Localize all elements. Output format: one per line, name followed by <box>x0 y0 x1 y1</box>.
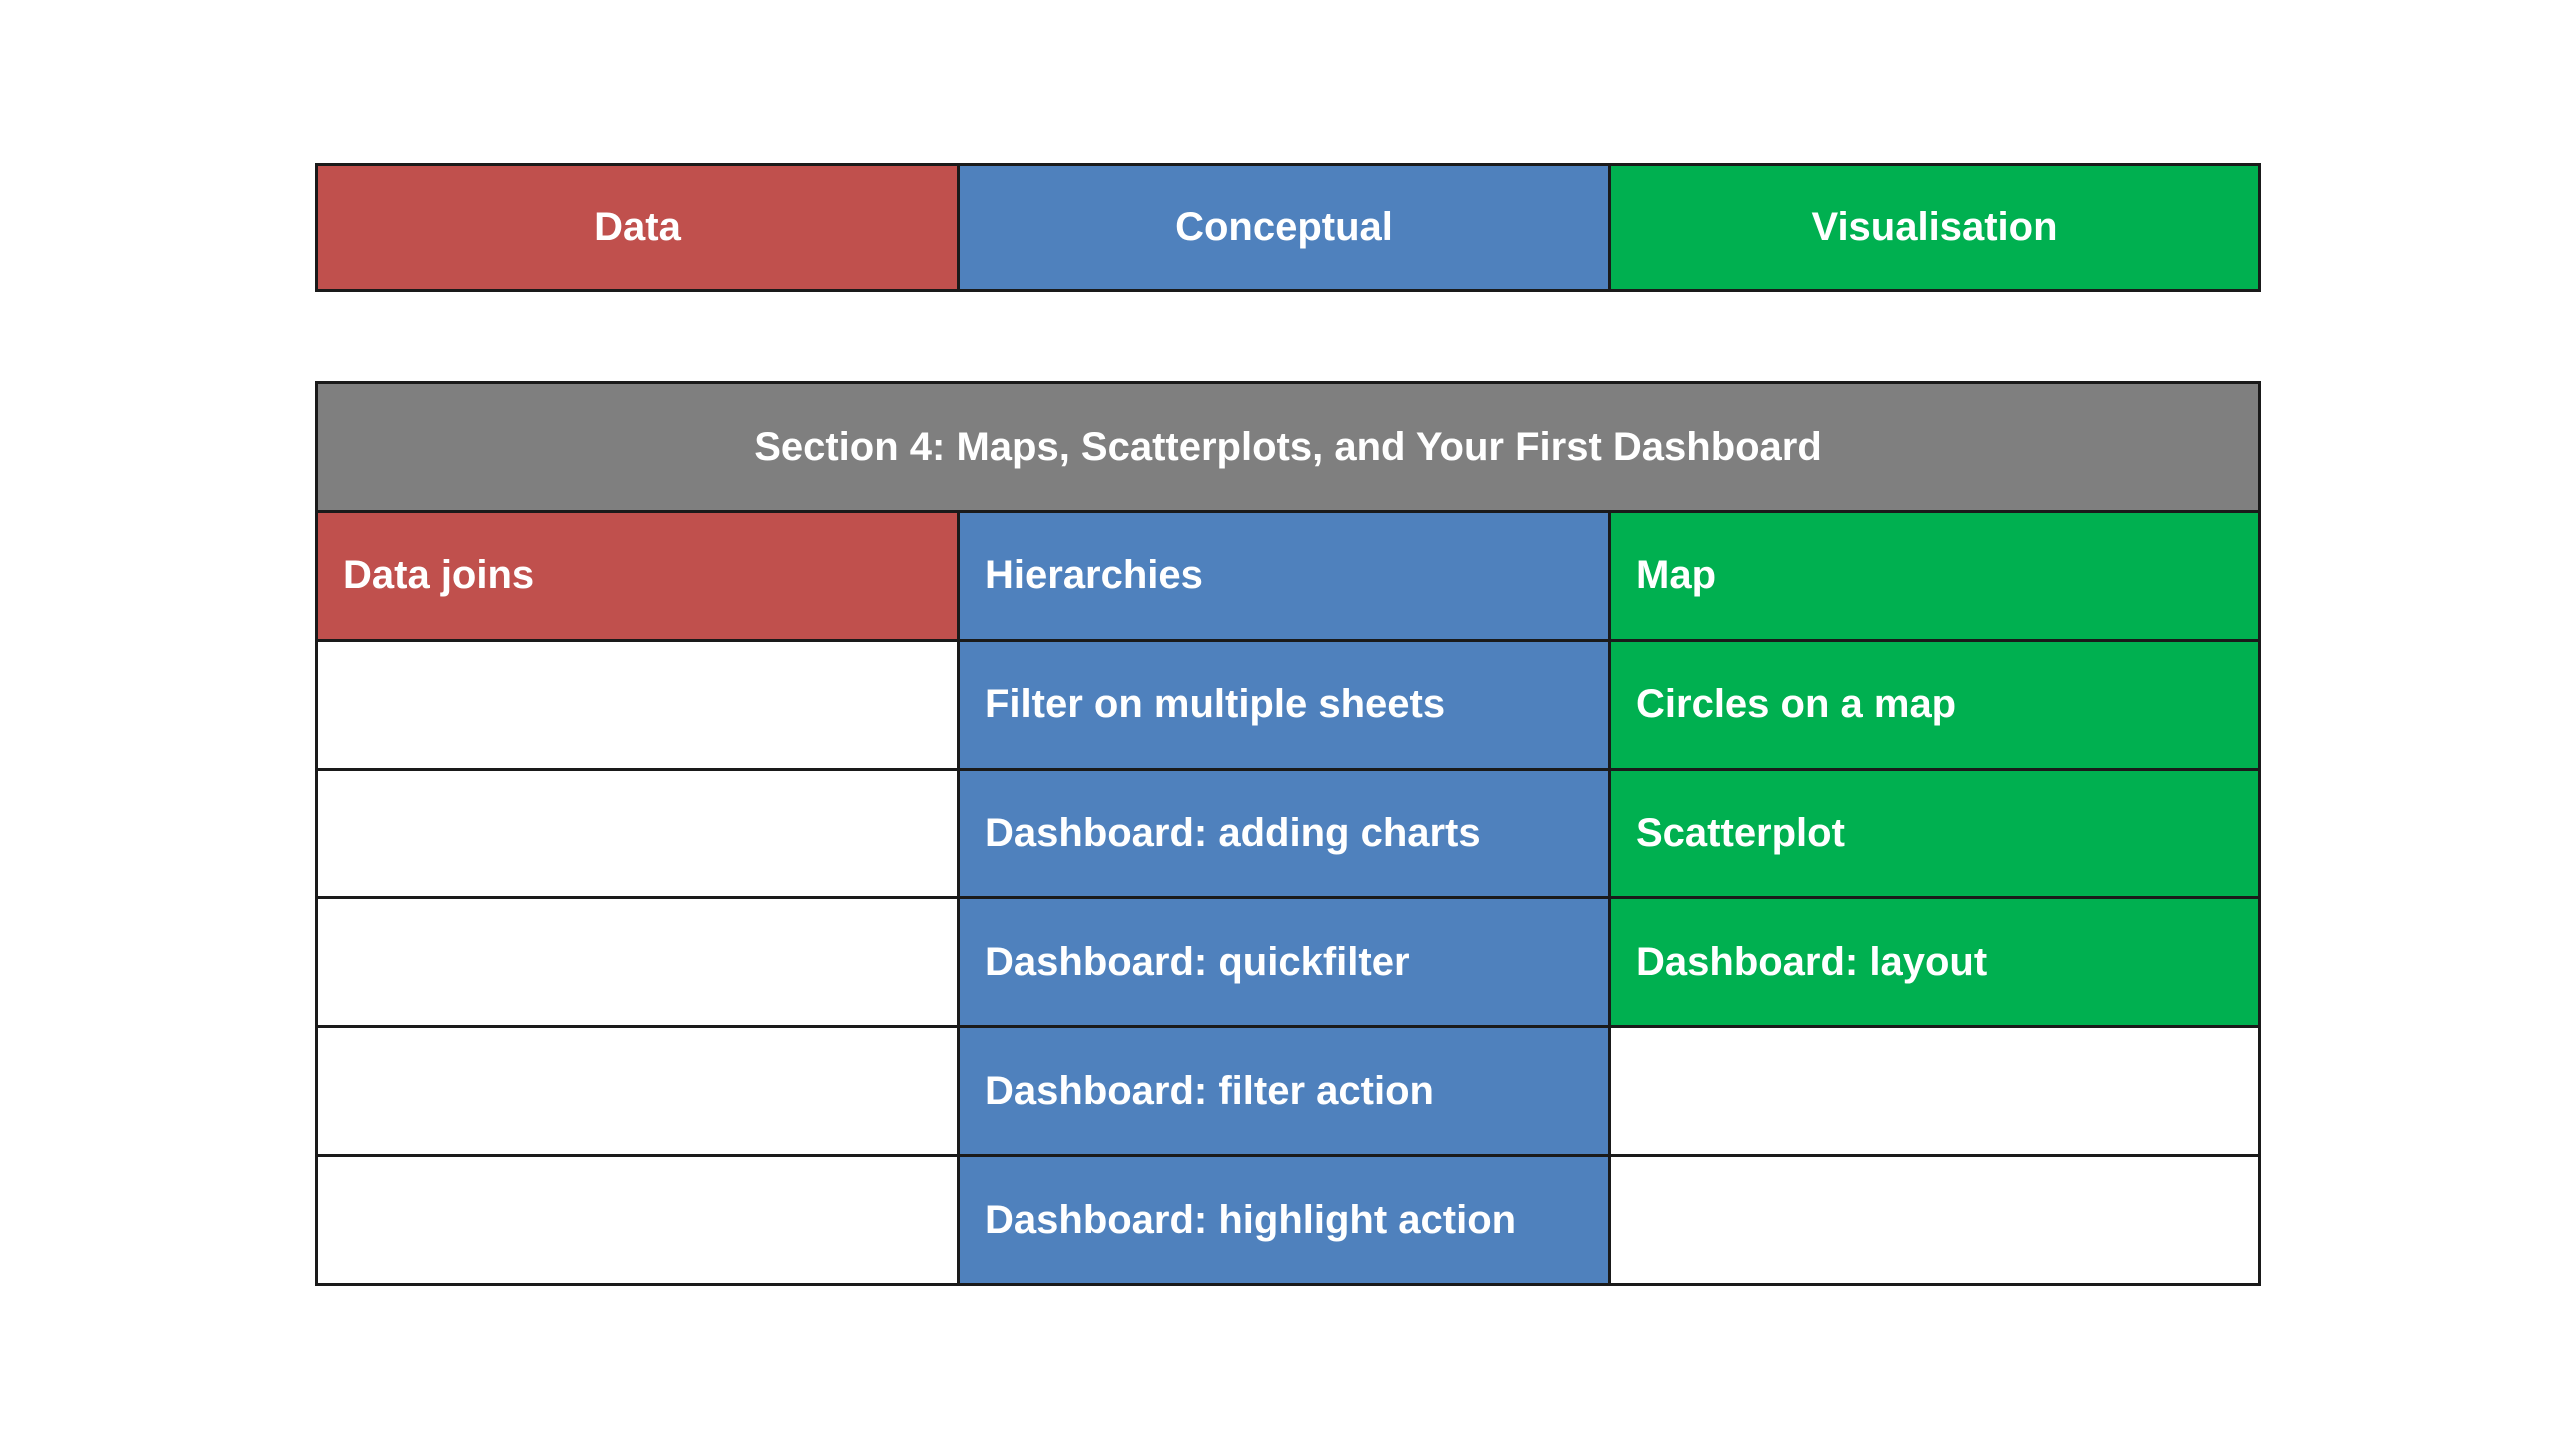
table-row: Data joins Hierarchies Map <box>318 513 2258 639</box>
data-cell <box>318 1157 957 1283</box>
section-title: Section 4: Maps, Scatterplots, and Your … <box>318 384 2258 513</box>
data-cell <box>318 770 957 897</box>
table-row: Dashboard: filter action <box>318 1025 2258 1155</box>
conceptual-cell: Dashboard: filter action <box>957 1028 1608 1155</box>
conceptual-cell: Dashboard: highlight action <box>957 1157 1608 1283</box>
table-row: Dashboard: highlight action <box>318 1154 2258 1283</box>
visualisation-cell: Dashboard: layout <box>1608 899 2258 1026</box>
conceptual-cell: Filter on multiple sheets <box>957 641 1608 768</box>
visualisation-cell: Circles on a map <box>1608 641 2258 768</box>
visualisation-cell <box>1608 1157 2258 1283</box>
data-cell <box>318 899 957 1026</box>
table-row: Dashboard: quickfilter Dashboard: layout <box>318 896 2258 1026</box>
conceptual-cell: Dashboard: quickfilter <box>957 899 1608 1026</box>
legend-data: Data <box>318 166 957 289</box>
table-row: Filter on multiple sheets Circles on a m… <box>318 638 2258 768</box>
visualisation-cell: Map <box>1608 513 2258 639</box>
visualisation-cell: Scatterplot <box>1608 770 2258 897</box>
legend-conceptual: Conceptual <box>957 166 1608 289</box>
conceptual-cell: Dashboard: adding charts <box>957 770 1608 897</box>
legend-visualisation: Visualisation <box>1608 166 2258 289</box>
data-cell <box>318 1028 957 1155</box>
category-legend: Data Conceptual Visualisation <box>315 163 2261 292</box>
section-table: Section 4: Maps, Scatterplots, and Your … <box>315 381 2261 1286</box>
table-row: Dashboard: adding charts Scatterplot <box>318 767 2258 897</box>
data-cell <box>318 641 957 768</box>
visualisation-cell <box>1608 1028 2258 1155</box>
conceptual-cell: Hierarchies <box>957 513 1608 639</box>
data-cell: Data joins <box>318 513 957 639</box>
